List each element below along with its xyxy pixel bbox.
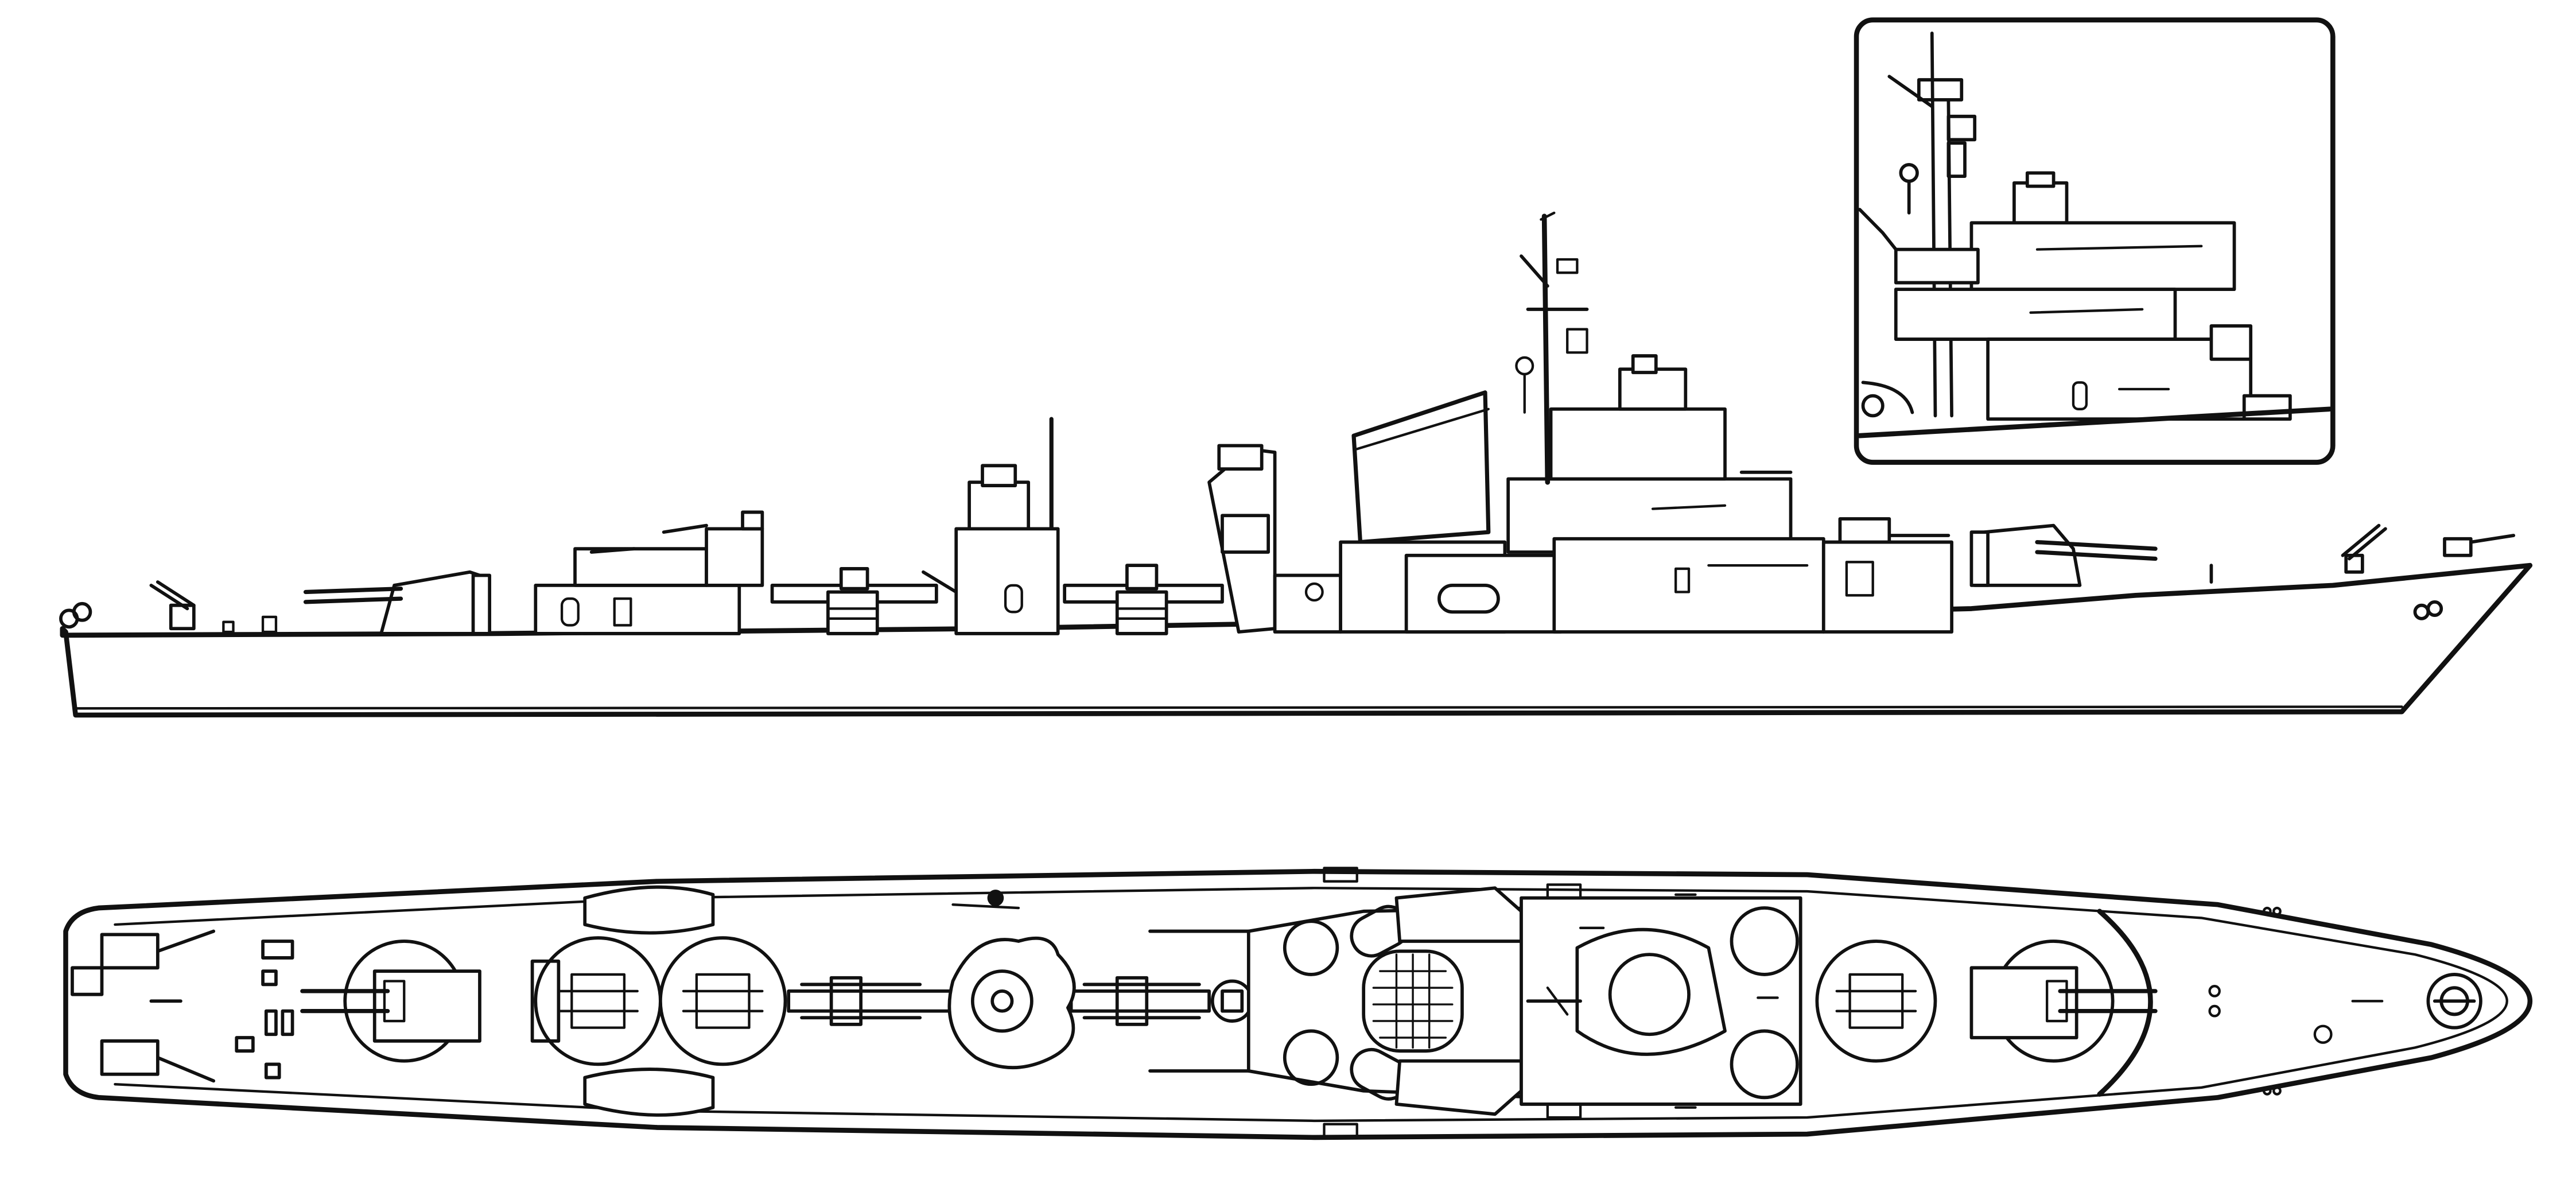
aft-mast: [922, 417, 1060, 635]
fwd-aa-mount-plan: [1815, 940, 1937, 1063]
hull-profile: [60, 562, 2533, 718]
foremast: [1515, 211, 1589, 485]
breakwater: [2097, 909, 2153, 1097]
aft-torpedo-mount: [770, 567, 938, 635]
director-tower: [1207, 444, 1342, 634]
inset-view: [1854, 17, 2336, 465]
plan-view: [63, 867, 2533, 1140]
fwd-torpedo-mount: [1063, 564, 1224, 635]
profile-view: [59, 211, 2533, 718]
aft-aa-mounts-plan: [530, 936, 787, 1066]
aft-superstructure: [534, 510, 764, 635]
fwd-gun-turret-profile: [1969, 523, 2158, 587]
bow-aa-plan: [2426, 973, 2482, 1030]
boats-aft-plan: [583, 885, 715, 1117]
aft-gun-turret-profile: [303, 570, 492, 635]
fwd-gun-turret-plan: [1969, 940, 2158, 1063]
bow-aa-gun: [2209, 523, 2516, 584]
aft-director-plan: [947, 890, 1076, 1070]
funnel-bridge-plan: [1246, 867, 1802, 1139]
aft-gun-turret-plan: [300, 940, 481, 1063]
aft-aa-gun: [149, 580, 196, 631]
bridge-superstructure: [1404, 354, 1953, 634]
anchor-icon: [2413, 600, 2443, 620]
